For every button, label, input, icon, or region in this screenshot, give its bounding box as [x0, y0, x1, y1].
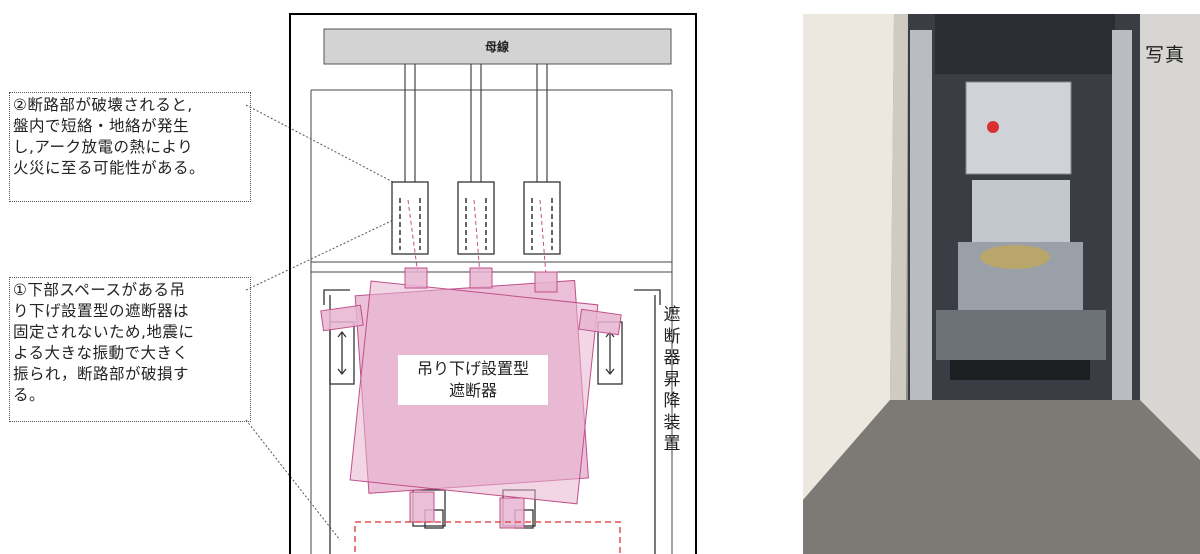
- cabinet-outline: [289, 13, 697, 554]
- conductors: [404, 64, 548, 182]
- note1-line-1: ①下部スペースがある吊: [13, 281, 186, 299]
- breaker-label-line-2: 遮断器: [449, 381, 497, 400]
- breaker-label-line-1: 吊り下げ設置型: [417, 359, 529, 378]
- note1-line-3: 固定されないため,地震に: [13, 323, 195, 341]
- lift-device-label: 遮 断 器 昇 降 装 置: [662, 305, 682, 456]
- lift-device-char-5: 降: [663, 391, 681, 411]
- lift-device-char-7: 置: [663, 434, 681, 454]
- lift-device-char-2: 断: [663, 326, 681, 347]
- switchgear-photo: [803, 14, 1200, 554]
- busbar-label: 母線: [485, 39, 509, 54]
- leader-line-note1-lower: [245, 419, 341, 541]
- note2-line-1: ②断路部が破壊されると,: [13, 96, 193, 114]
- disconnect-contact-1: [391, 181, 429, 255]
- lift-device-char-3: 器: [663, 348, 681, 368]
- busbar: [323, 28, 672, 65]
- disconnect-contact-2: [457, 181, 495, 255]
- leader-line-note2: [245, 104, 413, 193]
- note1-line-4: よる大きな振動で大きく: [13, 344, 189, 362]
- note2-line-3: し,アーク放電の熱により: [13, 138, 194, 156]
- leader-line-note1-upper: [245, 211, 411, 291]
- lift-device-char-6: 装: [663, 412, 681, 433]
- lift-device-char-4: 昇: [663, 369, 681, 390]
- note1-line-6: る。: [13, 386, 46, 404]
- note1-line-2: り下げ設置型の遮断器は: [13, 302, 190, 320]
- note1-line-5: 振られ，断路部が破損す: [13, 365, 190, 383]
- disconnect-contact-3: [523, 181, 561, 255]
- disconnect-contacts: [391, 181, 561, 255]
- annotation-disconnect-damage: ②断路部が破壊されると, 盤内で短絡・地絡が発生 し,アーク放電の熱により 火災…: [9, 92, 251, 202]
- annotation-breaker-swing: ①下部スペースがある吊 り下げ設置型の遮断器は 固定されないため,地震に よる大…: [9, 277, 251, 422]
- original-position-outline: [354, 521, 621, 554]
- lift-device-char-1: 遮: [663, 305, 681, 325]
- note2-line-4: 火災に至る可能性がある。: [13, 159, 206, 177]
- note2-line-2: 盤内で短絡・地絡が発生: [13, 117, 190, 135]
- photo-caption: 写真: [1145, 44, 1186, 66]
